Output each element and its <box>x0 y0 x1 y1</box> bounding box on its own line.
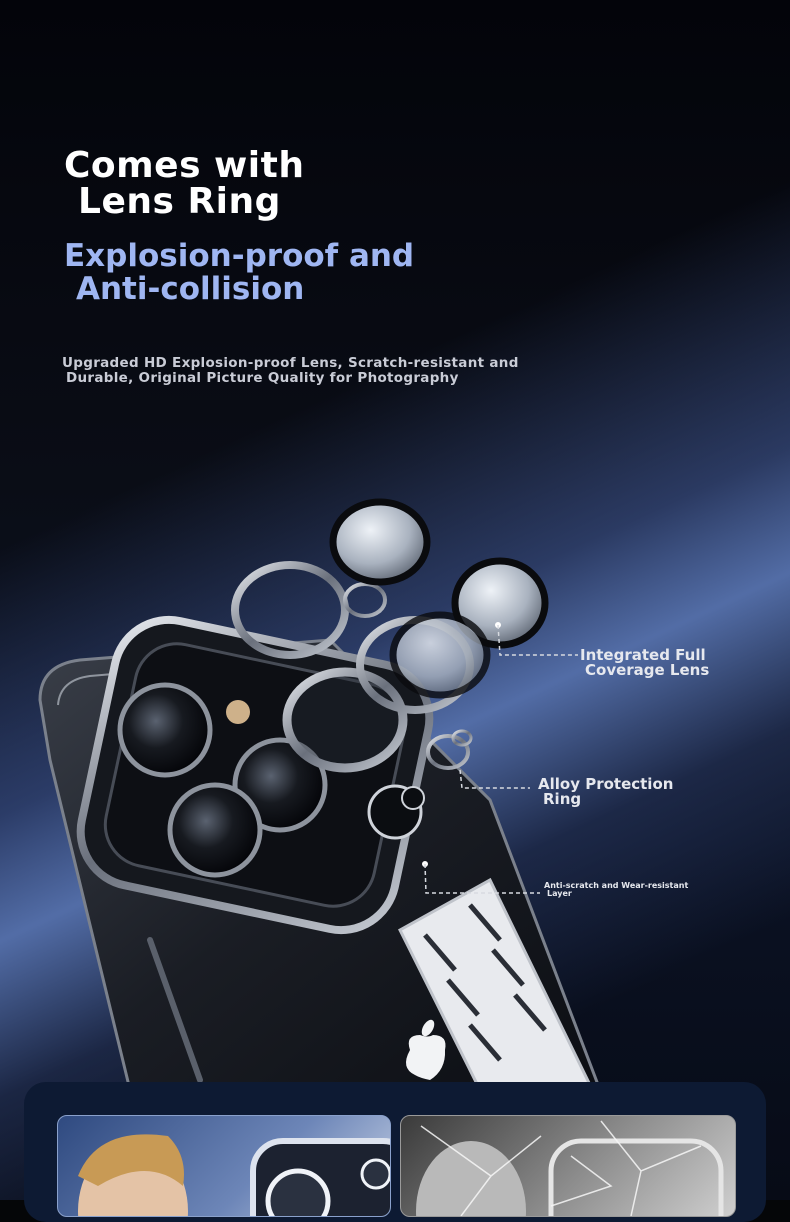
callout-ring-line-1: Alloy Protection <box>538 775 674 793</box>
protected-lens-photo <box>78 1134 390 1216</box>
callout-leader-lines <box>422 622 578 894</box>
callout-anti-scratch-layer: Anti-scratch and Wear-resistant Layer <box>544 882 688 898</box>
feature-description: Upgraded HD Explosion-proof Lens, Scratc… <box>62 356 519 386</box>
apple-logo-icon <box>406 1019 446 1080</box>
comparison-card-cracked <box>400 1115 736 1217</box>
camera-module <box>76 615 434 935</box>
page-title: Comes with Lens Ring <box>64 148 304 220</box>
title-line-1: Comes with <box>64 145 305 186</box>
cracked-lens-photo <box>416 1120 724 1216</box>
description-line-2: Durable, Original Picture Quality for Ph… <box>66 370 459 386</box>
case-grid-pattern <box>398 877 593 1090</box>
callout-lens-line-2: Coverage Lens <box>585 661 710 679</box>
phone-case-exploded-view <box>38 498 602 1090</box>
coverage-lenses <box>329 498 549 699</box>
description-line-1: Upgraded HD Explosion-proof Lens, Scratc… <box>62 355 519 371</box>
subtitle-line-2: Anti-collision <box>76 271 305 307</box>
callout-lens-line-1: Integrated Full <box>580 646 706 664</box>
callout-layer-line-2: Layer <box>547 889 572 898</box>
callout-alloy-ring: Alloy Protection Ring <box>538 777 673 807</box>
callout-ring-line-2: Ring <box>543 790 582 808</box>
callout-layer-line-1: Anti-scratch and Wear-resistant <box>544 881 689 890</box>
callout-integrated-lens: Integrated Full Coverage Lens <box>580 648 709 678</box>
subtitle-line-1: Explosion-proof and <box>64 238 415 274</box>
title-line-2: Lens Ring <box>78 181 281 222</box>
alloy-protection-rings <box>231 561 474 773</box>
comparison-card-protected <box>57 1115 391 1217</box>
feature-subtitle: Explosion-proof and Anti-collision <box>64 240 414 306</box>
